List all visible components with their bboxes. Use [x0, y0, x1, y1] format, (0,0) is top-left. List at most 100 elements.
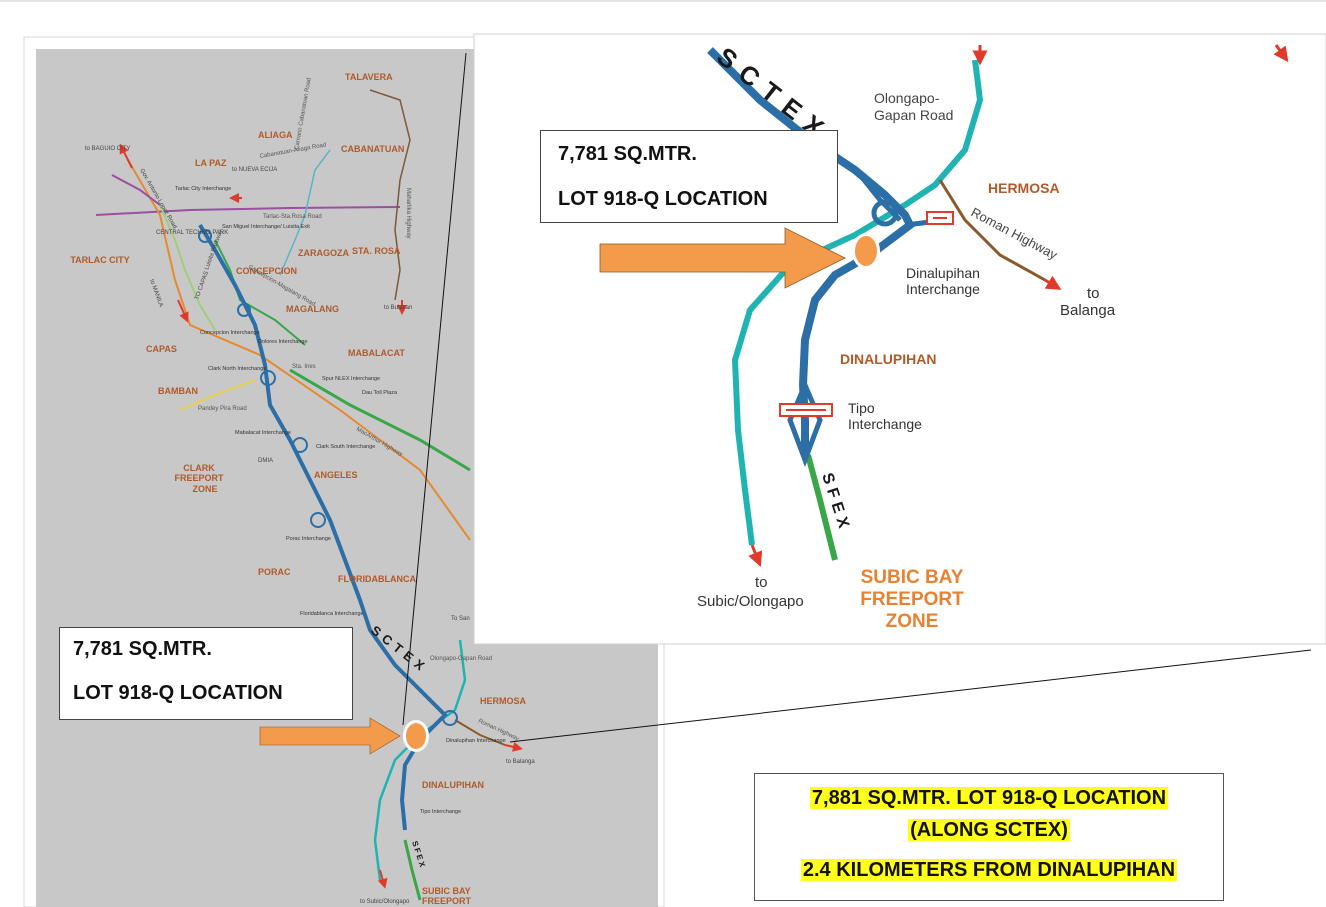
top-border [0, 0, 1326, 2]
interchange-label: Mabalacat Interchange [235, 430, 291, 436]
place-label: CONCEPCION [236, 266, 297, 276]
arrow-manila [177, 299, 189, 323]
place-label: CAPAS [146, 344, 177, 354]
place-label: MABALACAT [348, 348, 405, 358]
direction-label: to Bulacan [384, 305, 412, 311]
subic-label-2: Subic/Olongapo [697, 593, 804, 610]
place-label: ALIAGA [258, 130, 293, 140]
direction-label: to NUEVA ECIJA [232, 167, 277, 173]
place-label: MAGALANG [286, 304, 339, 314]
place-label: TARLAC CITY [70, 255, 129, 265]
place-label: FREEPORT [422, 896, 472, 906]
interchange-label: Concepcion Interchange [200, 330, 260, 336]
subic-label-1: to [755, 574, 768, 591]
place-label: ANGELES [314, 470, 358, 480]
roman-highway [938, 179, 1046, 282]
dinalupihan-interchange-label-1: Dinalupihan [906, 265, 980, 281]
place-label: SUBIC BAY [422, 886, 471, 896]
concepcion-magalang-road [214, 239, 306, 346]
balanga-label-2: Balanga [1060, 302, 1116, 319]
direction-label: To San [451, 616, 470, 622]
porac-loop [310, 512, 326, 528]
place-label: DINALUPIHAN [422, 780, 484, 790]
sfex-road [805, 454, 838, 561]
road-label: Pandey Pira Road [198, 406, 247, 412]
macarthur-highway [127, 159, 471, 541]
zoom-location-marker [855, 236, 877, 266]
direction-label: to BAGUIO CITY [85, 146, 130, 152]
arrow-balanga-main [504, 742, 523, 752]
pandey-pira-road [179, 379, 256, 411]
interchange-label: Tipo Interchange [420, 809, 461, 815]
dinalupihan-interchange-loop [871, 199, 899, 227]
interchange-label: Floridablanca Interchange [300, 611, 364, 617]
place-label: PORAC [258, 567, 291, 577]
sctex-ramp [858, 173, 902, 222]
info-box: 7,881 SQ.MTR. LOT 918-Q LOCATION (ALONG … [754, 773, 1224, 901]
location-arrow-main [259, 717, 401, 755]
interchange-label: Tarlac City Interchange [175, 186, 231, 192]
tipo-interchange-label-2: Interchange [848, 416, 922, 432]
cabanatuan-road [279, 149, 331, 276]
sbfz-label-1: SUBIC BAY [861, 567, 964, 588]
info-line-2: (ALONG SCTEX) [908, 819, 1070, 841]
zoom-callout-lot: LOT 918-Q LOCATION [558, 188, 768, 210]
balanga-label-1: to [1087, 285, 1100, 302]
direction-label: to Balanga [506, 759, 535, 765]
dinalupihan-label: DINALUPIHAN [840, 351, 936, 367]
direction-label: CENTRAL TECHNO PARK [156, 230, 228, 236]
toll-plaza-icon [779, 403, 833, 417]
road-label: Maharlika Highway [405, 188, 411, 239]
place-label: CABANATUAN [341, 144, 404, 154]
toll-plaza-icon [926, 211, 954, 225]
clark-north-loop [260, 370, 276, 386]
location-marker [406, 723, 426, 749]
place-label: TALAVERA [345, 72, 393, 82]
place-label: LA PAZ [195, 158, 227, 168]
direction-label: to Subic/Olongapo [360, 899, 410, 905]
zoom-map: SCTEX SFEX Olongapo- Gapan Road HERMOSA … [473, 33, 1326, 645]
interchange-label: Clark North Interchange [208, 366, 266, 372]
zoom-map-frame [473, 33, 1326, 645]
zoom-callout-area: 7,781 SQ.MTR. [558, 143, 697, 165]
dinalupihan-loop-main [442, 710, 458, 726]
arrow-northeast [1273, 44, 1289, 63]
hermosa-label: HERMOSA [988, 180, 1060, 196]
dinalupihan-interchange-label-2: Interchange [906, 281, 980, 297]
tipo-interchange-label-1: Tipo [848, 400, 875, 416]
clark-south-loop [292, 437, 308, 453]
tarlac-interchange-loop [198, 229, 212, 243]
place-label: FLORIDABLANCA [338, 574, 416, 584]
road-label: Sta. Ines [292, 364, 316, 370]
callout-area: 7,781 SQ.MTR. [73, 638, 212, 660]
road-label: Olongapo-Gapan Road [430, 656, 492, 662]
place-label: BAMBAN [158, 386, 198, 396]
concepcion-interchange-loop [237, 303, 251, 317]
tarlac-sta-rosa-road [95, 206, 401, 216]
place-label: FREEPORT [174, 473, 224, 483]
interchange-label: Clark South Interchange [316, 444, 375, 450]
place-label: STA. ROSA [352, 246, 401, 256]
interchange-label: Dinalupihan Interchange [446, 738, 506, 744]
interchange-label: Dolores Interchange [258, 339, 308, 345]
olongapo-gapan-label-1: Olongapo- [874, 90, 940, 106]
main-location-callout: 7,781 SQ.MTR. LOT 918-Q LOCATION [59, 627, 353, 720]
info-line-3: 2.4 KILOMETERS FROM DINALUPIHAN [800, 859, 1178, 881]
zoom-location-callout: 7,781 SQ.MTR. LOT 918-Q LOCATION [540, 130, 838, 223]
spur-nlex [289, 368, 471, 472]
place-label: CLARK [183, 463, 215, 473]
place-label: HERMOSA [480, 696, 527, 706]
arrow-baguio [119, 143, 133, 169]
arrow-balanga [1044, 275, 1062, 290]
maharlika-highway [369, 89, 411, 301]
info-line-1: 7,881 SQ.MTR. LOT 918-Q LOCATION [809, 787, 1169, 809]
interchange-label: Porac Interchange [286, 536, 331, 542]
location-arrow-zoom [599, 227, 846, 289]
sbfz-label-2: FREEPORT [860, 589, 964, 610]
zoom-connector-right [509, 649, 1312, 743]
roman-highway-main [454, 719, 506, 746]
road-label: Tarlac-Sta.Rosa Road [263, 214, 322, 220]
zoom-connector-left [402, 52, 467, 726]
baguio-road [111, 174, 161, 206]
sbfz-label-3: ZONE [886, 611, 939, 632]
